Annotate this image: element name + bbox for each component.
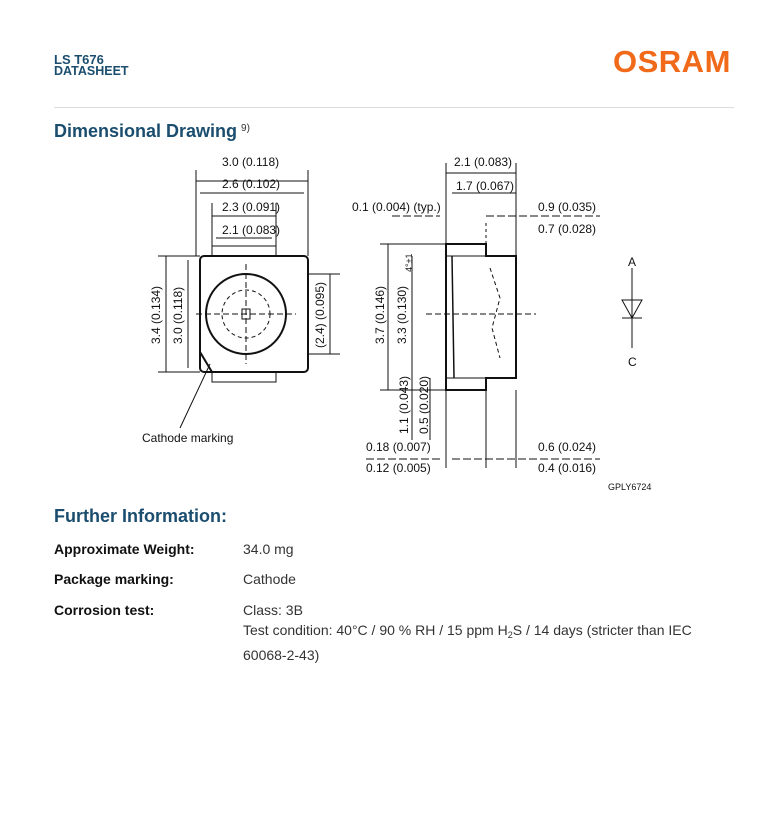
corrosion-label: Corrosion test: <box>54 602 155 618</box>
document-type: DATASHEET <box>54 64 129 78</box>
corrosion-condition: Test condition: 40°C / 90 % RH / 15 ppm … <box>243 622 692 640</box>
anode-label: A <box>628 255 636 269</box>
dim-bottom-left2: 0.12 (0.005) <box>366 461 431 475</box>
marking-label: Package marking: <box>54 571 174 587</box>
marking-value: Cathode <box>243 571 296 587</box>
footnote-ref: 9) <box>241 123 250 134</box>
dim-bottom-right2: 0.4 (0.016) <box>538 461 596 475</box>
dim-side-height2: 3.3 (0.130) <box>395 286 409 344</box>
corrosion-standard: 60068-2-43) <box>243 647 320 663</box>
section-title-further-information: Further Information: <box>54 506 227 526</box>
dim-angle: 4°±1 <box>404 253 414 272</box>
cathode-marking-label: Cathode marking <box>142 431 233 445</box>
dim-pad-outer: 2.3 (0.091) <box>222 200 280 214</box>
header-divider <box>54 107 734 108</box>
dim-width-body: 2.6 (0.102) <box>222 177 280 191</box>
weight-label: Approximate Weight: <box>54 541 195 557</box>
dim-side-height1: 3.7 (0.146) <box>373 286 387 344</box>
dim-height-body: 3.0 (0.118) <box>171 287 185 344</box>
dim-side-top2: 1.7 (0.067) <box>456 179 514 193</box>
dimensional-drawing: 3.0 (0.118) 2.6 (0.102) 2.3 (0.091) 2.1 … <box>142 155 651 492</box>
part-number: LS T676 <box>54 52 104 67</box>
corrosion-class: Class: 3B <box>243 602 303 618</box>
dim-bottom-right1: 0.6 (0.024) <box>538 440 596 454</box>
dim-pad-inner: 2.1 (0.083) <box>222 223 280 237</box>
drawing-id: GPLY6724 <box>608 482 651 492</box>
dim-side-top: 2.1 (0.083) <box>454 155 512 169</box>
dim-side-right1: 0.9 (0.035) <box>538 200 596 214</box>
osram-logo: OSRAM <box>613 44 731 79</box>
weight-value: 34.0 mg <box>243 541 294 557</box>
dim-lead-typ: 0.1 (0.004) (typ.) <box>352 200 441 214</box>
corrosion-value: Class: 3B Test condition: 40°C / 90 % RH… <box>243 600 723 665</box>
dim-side-v1: 1.1 (0.043) <box>397 376 411 434</box>
dim-bottom-left1: 0.18 (0.007) <box>366 440 431 454</box>
cathode-symbol-label: C <box>628 355 637 369</box>
dim-side-right2: 0.7 (0.028) <box>538 222 596 236</box>
dim-side-v2: 0.5 (0.020) <box>417 376 431 434</box>
dim-width-outer: 3.0 (0.118) <box>222 155 279 169</box>
dim-lens-diameter: (2.4) (0.095) <box>313 282 327 348</box>
dim-height-outer: 3.4 (0.134) <box>149 286 163 344</box>
